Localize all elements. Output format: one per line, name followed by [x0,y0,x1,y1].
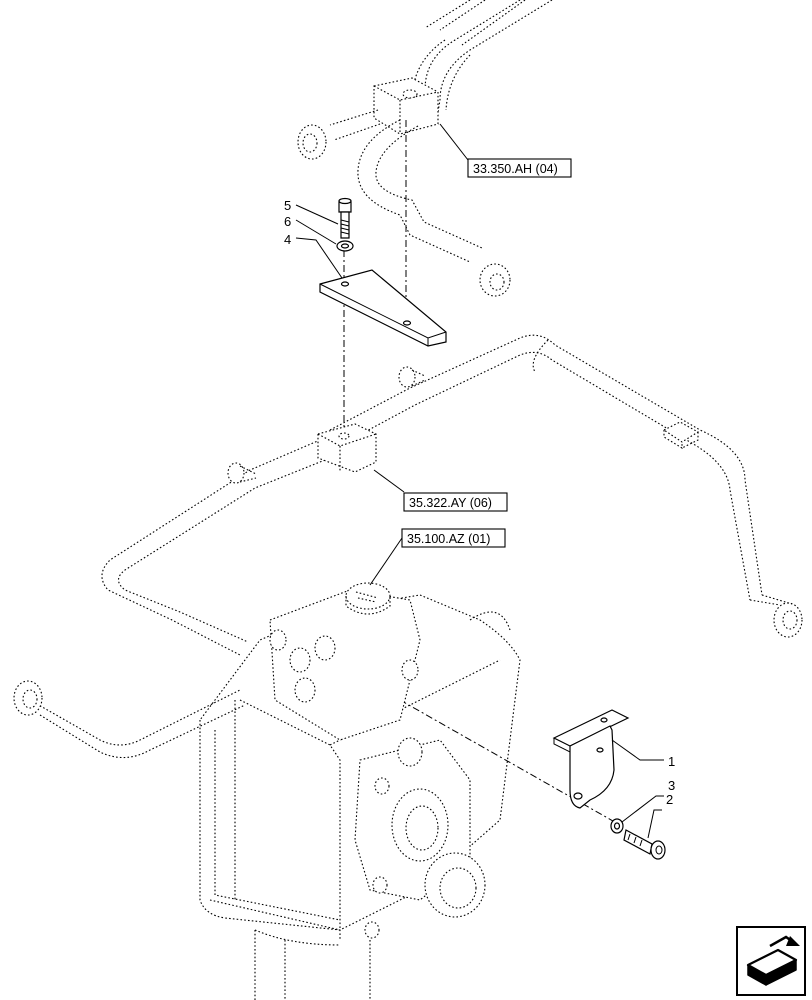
bolt-part-5 [338,197,352,239]
reference-35-100-az[interactable]: 35.100.AZ (01) [401,528,506,548]
transmission-housing [199,582,521,1000]
callout-4: 4 [284,232,291,247]
leader-lines [295,123,664,839]
svg-text:33.350.AH (04): 33.350.AH (04) [473,162,558,176]
middle-tube-assembly [101,334,803,656]
washer-part-3 [610,818,624,834]
callout-1: 1 [668,754,675,769]
svg-text:35.322.AY (06): 35.322.AY (06) [409,496,492,510]
bolt-part-2 [623,829,666,860]
callout-6: 6 [284,214,291,229]
upper-tube-assembly [297,0,553,297]
callout-5: 5 [284,198,291,213]
bracket-part-1 [552,709,630,809]
plate-part-4 [319,269,447,347]
lower-tube [13,680,246,759]
callout-2: 2 [666,792,673,807]
washer-part-6 [336,240,354,252]
svg-text:35.100.AZ (01): 35.100.AZ (01) [407,532,490,546]
navigation-arrow-icon[interactable] [736,926,806,996]
reference-33-350-ah[interactable]: 33.350.AH (04) [467,158,572,178]
callout-3: 3 [668,778,675,793]
reference-35-322-ay[interactable]: 35.322.AY (06) [403,492,508,512]
